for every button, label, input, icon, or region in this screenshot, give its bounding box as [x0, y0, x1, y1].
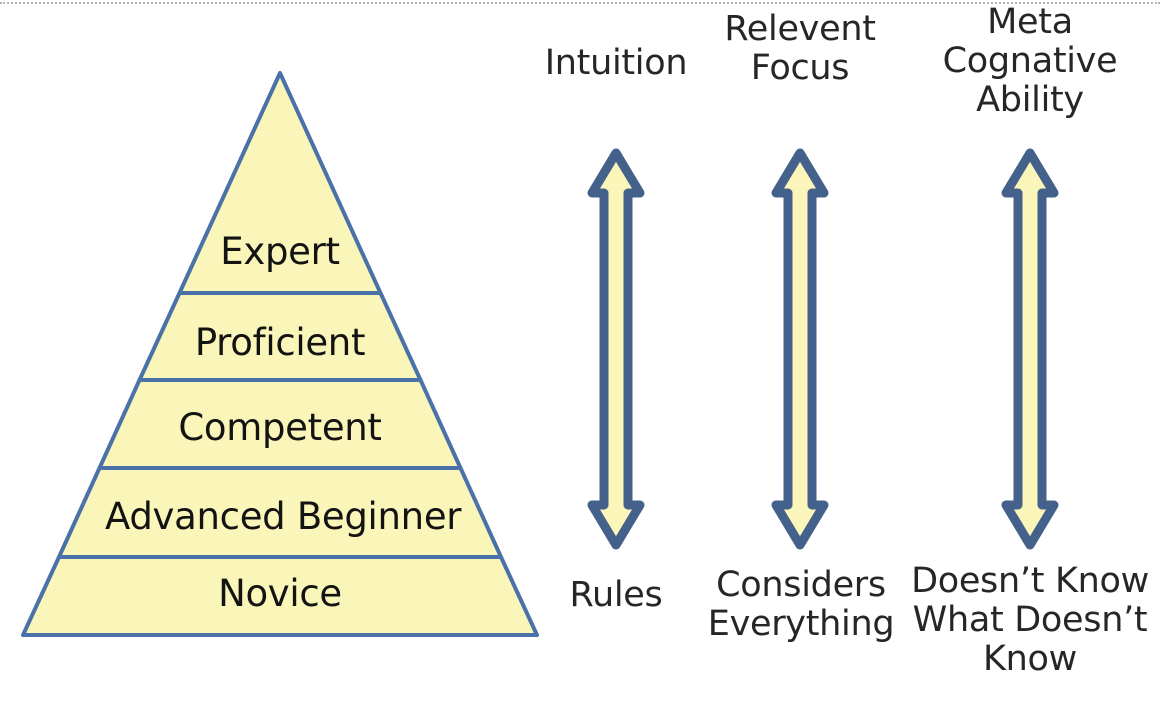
arrow-bottom-label-considers-everything-line-1: Considers: [716, 565, 886, 605]
pyramid-label-advanced-beginner: Advanced Beginner: [105, 495, 462, 538]
pyramid-label-expert: Expert: [220, 230, 340, 273]
arrow-top-label-relevent-focus-line-2: Focus: [750, 48, 850, 89]
arrow-bottom-label-doesnt-know: Doesn’t Know What Doesn’t Know: [904, 561, 1156, 680]
arrow-bottom-label-rules: Rules: [569, 575, 663, 615]
arrow-top-label-relevent-focus-line-1: Relevent: [724, 9, 876, 49]
arrow-bottom-label-doesnt-know-line-1: Doesn’t Know: [911, 561, 1149, 601]
arrow-focus-axis: [771, 148, 829, 550]
arrow-top-label-meta-cognative-ability: Meta Cognative Ability: [920, 2, 1140, 121]
arrow-top-label-meta-cognative-ability-line-2: Cognative: [942, 41, 1118, 82]
pyramid-label-novice: Novice: [218, 572, 342, 615]
pyramid-label-proficient: Proficient: [194, 321, 366, 364]
top-dotted-rule: [0, 2, 1160, 4]
arrow-top-label-relevent-focus: Relevent Focus: [690, 9, 910, 89]
arrow-intuition-axis: [587, 148, 645, 550]
arrow-top-label-intuition: Intuition: [544, 43, 688, 83]
arrow-bottom-label-considers-everything: Considers Everything: [688, 565, 914, 645]
arrow-bottom-label-doesnt-know-line-2: What Doesn’t: [912, 600, 1148, 641]
arrow-top-label-meta-cognative-ability-line-3: Ability: [976, 80, 1084, 121]
arrow-bottom-label-considers-everything-line-2: Everything: [707, 604, 895, 645]
arrow-bottom-label-doesnt-know-line-3: Know: [983, 639, 1077, 680]
arrow-metacognition-axis: [1001, 148, 1059, 550]
pyramid-label-competent: Competent: [178, 406, 382, 449]
arrow-top-label-meta-cognative-ability-line-1: Meta: [987, 2, 1073, 42]
pyramid-tier-novice: [21, 555, 539, 637]
